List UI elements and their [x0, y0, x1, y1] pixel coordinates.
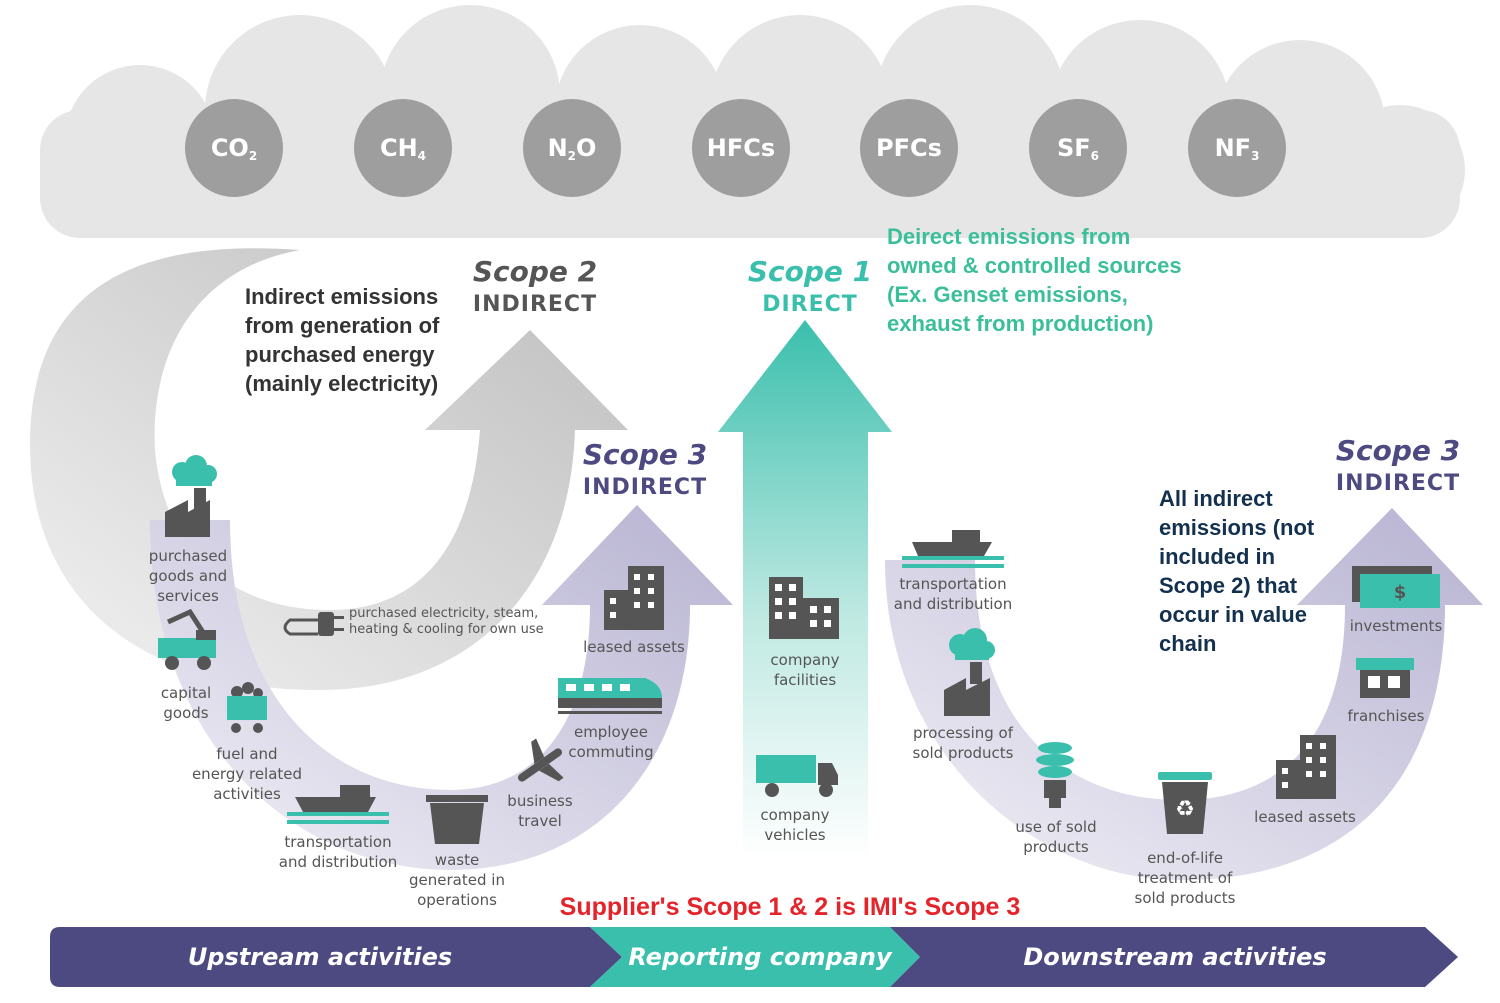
gas-co2-base: CO [210, 134, 249, 162]
reporting-banner [590, 927, 920, 987]
label-transport-downstream: transportation and distribution [893, 575, 1013, 613]
factory-icon-processing [944, 628, 995, 716]
label-business-travel: business travel [507, 792, 573, 830]
banner-downstream: Downstream activities [1023, 943, 1327, 971]
crane-truck-icon [158, 608, 216, 670]
ship-icon-downstream [902, 530, 1004, 568]
svg-text:♻: ♻ [1175, 797, 1195, 822]
building-icon-downstream-leased [1276, 735, 1336, 799]
storefront-icon [1356, 658, 1414, 698]
gas-co2: CO2 [184, 133, 284, 171]
scope2-subtitle: INDIRECT [472, 292, 598, 317]
label-processing: processing of sold products [912, 724, 1014, 762]
label-leased-assets-downstream: leased assets [1254, 808, 1356, 826]
upstream-banner [50, 927, 622, 987]
label-franchises: franchises [1347, 707, 1425, 725]
gas-ch4-base: CH [379, 134, 418, 162]
label-purchased-goods: purchased goods and services [148, 547, 228, 605]
gas-nf3-sub: 3 [1251, 149, 1260, 163]
label-end-of-life: end-of-life treatment of sold products [1134, 849, 1236, 907]
gas-n2o-base: N [547, 134, 568, 162]
gas-n2o-sub: 2 [567, 149, 577, 163]
airplane-icon [517, 738, 564, 782]
gas-nf3-base: NF [1214, 134, 1252, 162]
gas-pfcs: PFCs [859, 133, 959, 163]
svg-text:$: $ [1394, 582, 1407, 603]
label-leased-assets-upstream: leased assets [583, 638, 685, 656]
supplier-note: Supplier's Scope 1 & 2 is IMI's Scope 3 [559, 893, 1021, 921]
label-employee-commuting: employee commuting [568, 723, 654, 761]
lightbulb-icon [1036, 742, 1074, 808]
label-waste: waste generated in operations [409, 851, 505, 909]
mine-cart-icon [227, 682, 267, 733]
banner-upstream: Upstream activities [187, 943, 453, 971]
building-icon-upstream-leased [604, 566, 664, 630]
gas-ch4-sub: 4 [417, 149, 427, 163]
scope2-title: Scope 2 [472, 255, 598, 288]
gas-hfcs-base: HFCs [706, 134, 776, 162]
label-company-vehicles: company vehicles [760, 806, 830, 844]
gas-n2o-suffix: O [576, 134, 597, 162]
banner-reporting: Reporting company [628, 943, 892, 971]
factory-icon [165, 455, 217, 537]
train-icon [558, 678, 662, 714]
label-purchased-electricity: purchased electricity, steam, heating & … [349, 606, 544, 637]
gas-co2-sub: 2 [248, 149, 258, 163]
downstream-banner [890, 927, 1458, 987]
label-use-sold-products: use of sold products [1015, 818, 1097, 856]
gas-hfcs: HFCs [691, 133, 791, 163]
scope1-note: Deirect emissions from owned & controlle… [887, 224, 1182, 336]
label-company-facilities: company facilities [770, 651, 840, 689]
scope3-downstream-subtitle: INDIRECT [1335, 471, 1461, 496]
gas-sf6-sub: 6 [1090, 149, 1100, 163]
label-investments: investments [1349, 617, 1443, 635]
scope1-subtitle: DIRECT [762, 292, 858, 317]
label-capital-goods: capital goods [160, 684, 212, 722]
gas-sf6: SF6 [1028, 133, 1128, 171]
scope1-title: Scope 1 [747, 255, 873, 288]
dumpster-icon [426, 795, 488, 844]
ship-icon-upstream [287, 785, 389, 824]
truck-icon [756, 755, 838, 797]
label-fuel-energy: fuel and energy related activities [191, 745, 303, 803]
gas-pfcs-base: PFCs [876, 134, 942, 162]
money-icon: $ [1352, 566, 1440, 608]
gas-n2o: N2O [522, 133, 622, 171]
scope3-downstream-note: All indirect emissions (not included in … [1159, 486, 1315, 656]
plug-icon [283, 612, 344, 636]
label-transport-upstream: transportation and distribution [278, 833, 398, 871]
gas-circles [185, 99, 1286, 197]
gas-ch4: CH4 [353, 133, 453, 171]
scope3-upstream-arrow [150, 505, 733, 870]
gas-sf6-base: SF [1056, 134, 1091, 162]
scope2-note: Indirect emissions from generation of pu… [245, 284, 440, 396]
gas-nf3: NF3 [1187, 133, 1287, 171]
recycle-bin-icon: ♻ [1158, 772, 1212, 834]
scope3-upstream-subtitle: INDIRECT [582, 475, 708, 500]
scope3-downstream-title: Scope 3 [1335, 434, 1461, 467]
scope3-upstream-title: Scope 3 [582, 438, 708, 471]
scope1-arrow [718, 320, 892, 860]
building-icon-company-facilities [769, 577, 839, 639]
